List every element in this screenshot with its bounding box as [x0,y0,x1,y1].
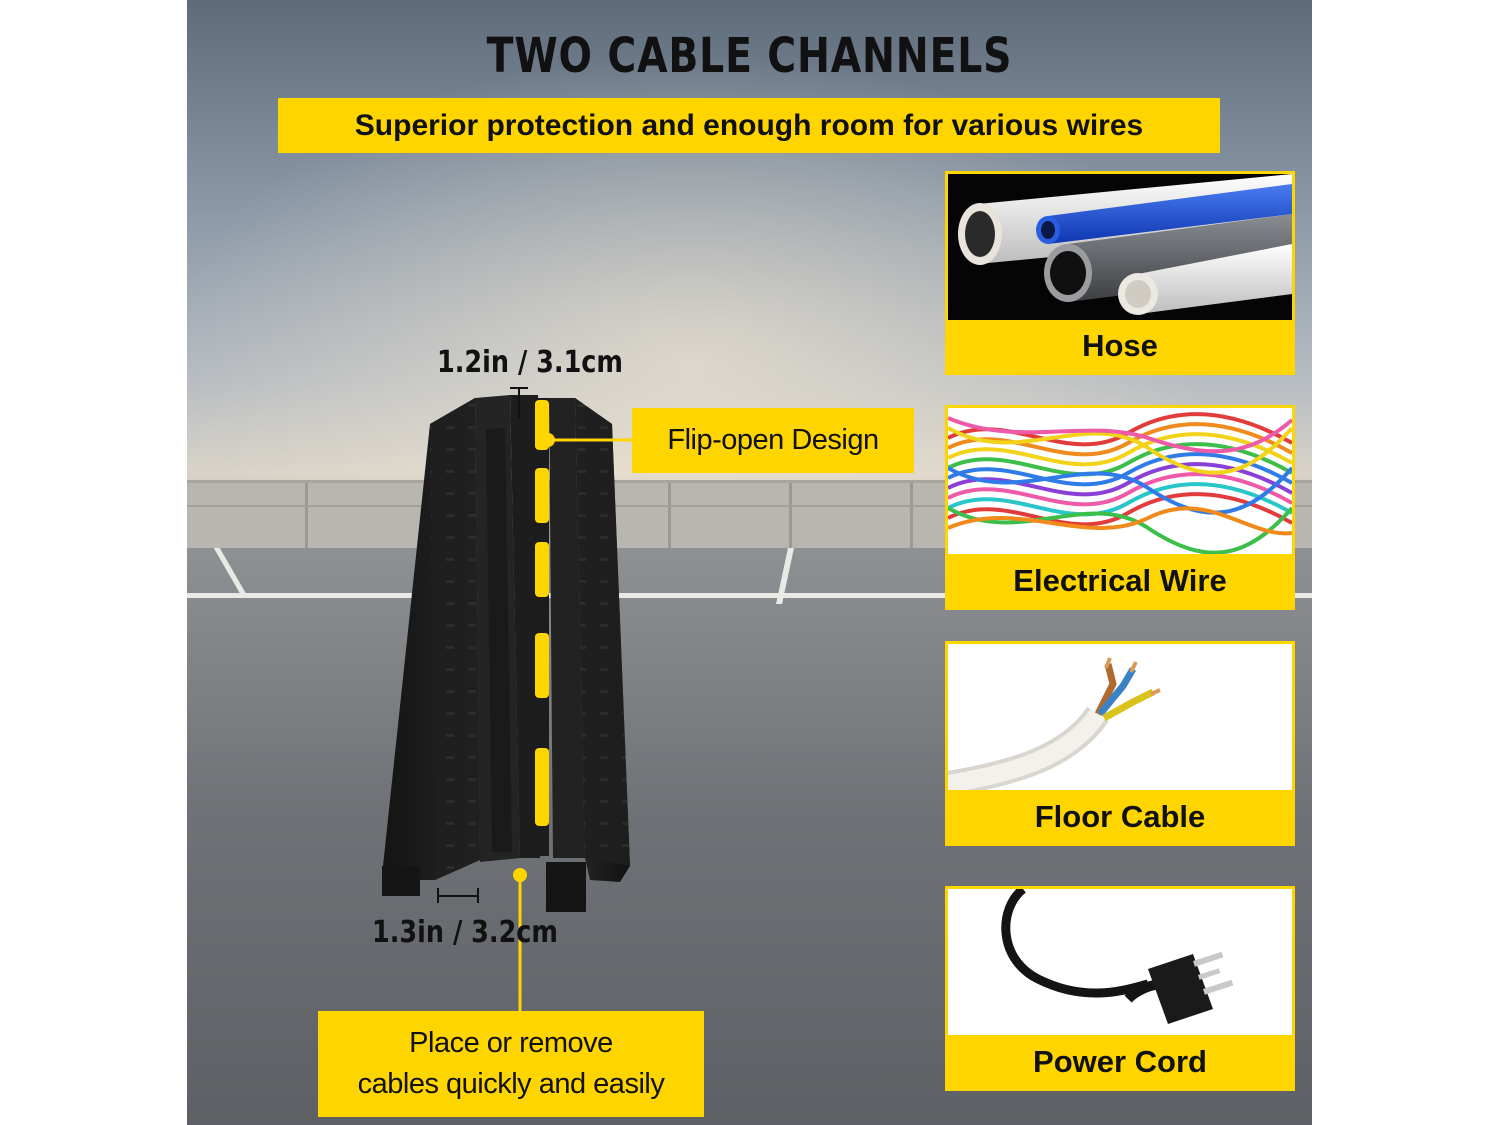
hose-card: Hose [945,171,1295,375]
flip-open-text: Flip-open Design [667,424,879,457]
place-remove-callout: Place or remove cables quickly and easil… [318,1011,704,1117]
place-remove-text-line2: cables quickly and easily [357,1068,665,1100]
height-dimension-label: 1.2in / 3.1cm [437,345,624,380]
floor-cable-label: Floor Cable [948,790,1292,843]
electrical-wire-card: Electrical Wire [945,405,1295,610]
channel-width-dimension-label: 1.3in / 3.2cm [372,915,559,950]
colored-wires-photo [948,408,1292,560]
white-cable-photo [948,644,1292,796]
floor-cable-card: Floor Cable [945,641,1295,846]
pvc-pipes-photo [948,174,1292,326]
parking-line [187,593,1312,598]
hose-label: Hose [948,320,1292,372]
power-cord-label: Power Cord [948,1035,1292,1088]
subtitle-banner: Superior protection and enough room for … [278,98,1220,153]
page-title: TWO CABLE CHANNELS [486,28,1013,84]
place-remove-text-line1: Place or remove [409,1027,613,1060]
electrical-wire-label: Electrical Wire [948,554,1292,607]
power-cord-card: Power Cord [945,886,1295,1091]
flip-open-callout: Flip-open Design [632,408,914,473]
power-plug-photo [948,889,1292,1041]
